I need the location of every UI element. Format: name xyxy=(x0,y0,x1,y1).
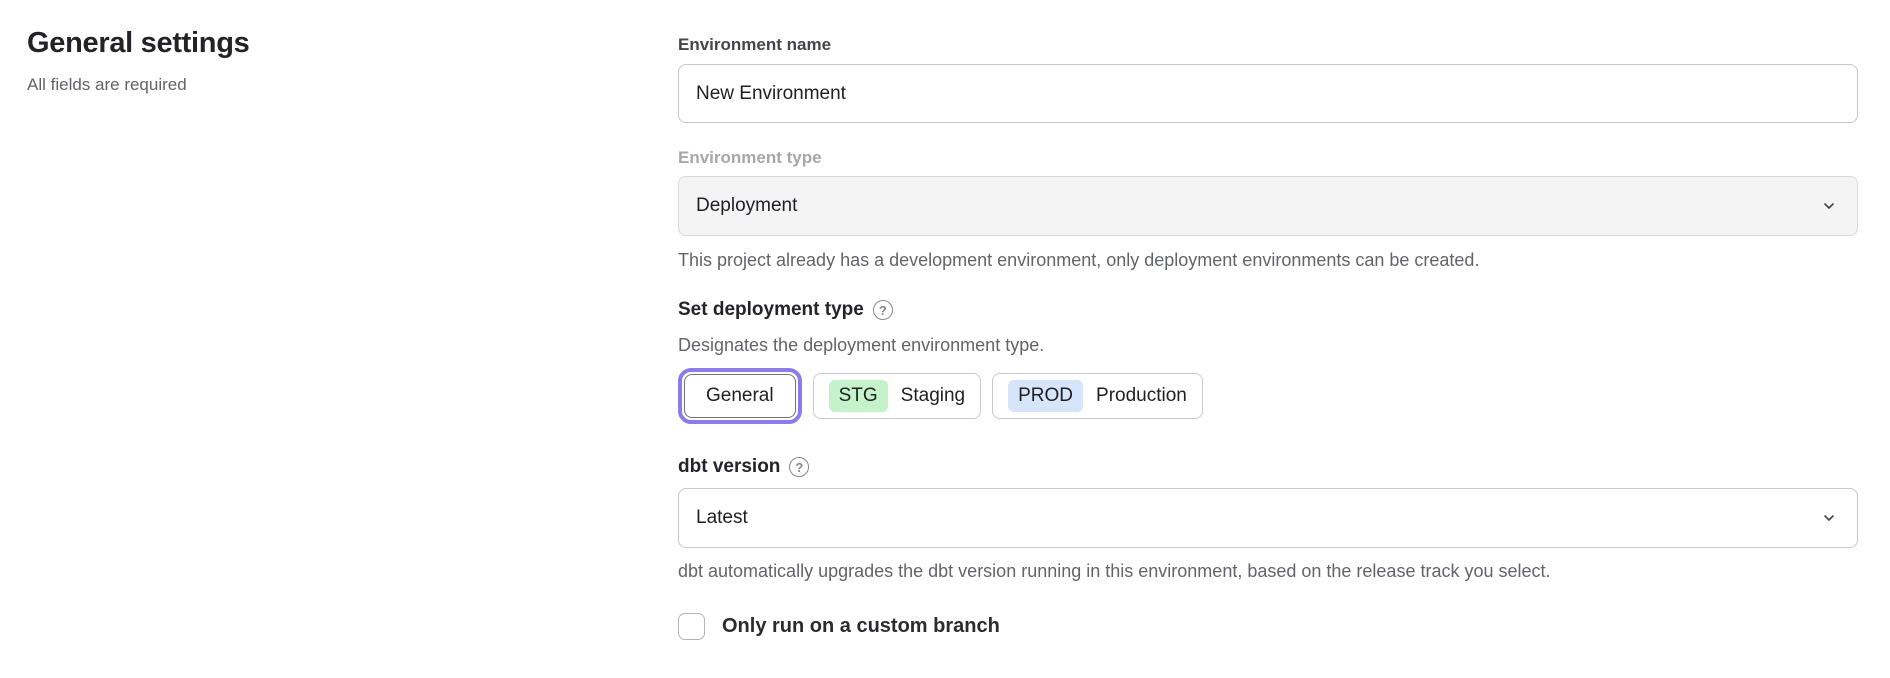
deployment-type-heading-row: Set deployment type ? xyxy=(678,298,1858,322)
deployment-type-production-label: Production xyxy=(1096,385,1187,406)
page-subtitle: All fields are required xyxy=(27,75,187,94)
chevron-down-icon xyxy=(1821,198,1837,214)
page-title: General settings xyxy=(27,27,250,59)
deployment-type-general-button[interactable]: General xyxy=(684,374,796,418)
deployment-type-general-label: General xyxy=(706,385,774,406)
dbt-version-heading: dbt version xyxy=(678,456,781,477)
settings-form: Environment name Environment type Deploy… xyxy=(678,35,1858,640)
environment-name-label: Environment name xyxy=(678,35,832,54)
staging-badge: STG xyxy=(828,380,888,412)
deployment-type-description: Designates the deployment environment ty… xyxy=(678,335,1045,355)
custom-branch-label[interactable]: Only run on a custom branch xyxy=(722,615,1000,637)
custom-branch-checkbox[interactable] xyxy=(678,613,705,640)
dbt-version-heading-row: dbt version ? xyxy=(678,455,1858,479)
deployment-type-options: General STG Staging PROD Production xyxy=(678,368,1858,424)
environment-type-label: Environment type xyxy=(678,148,822,167)
environment-type-helper: This project already has a development e… xyxy=(678,250,1480,270)
deployment-type-staging-button[interactable]: STG Staging xyxy=(812,373,982,419)
deployment-type-production-button[interactable]: PROD Production xyxy=(992,373,1203,419)
environment-type-select: Deployment xyxy=(678,176,1858,236)
production-badge: PROD xyxy=(1008,380,1084,412)
deployment-type-heading: Set deployment type xyxy=(678,299,864,320)
help-icon[interactable]: ? xyxy=(789,457,810,477)
environment-type-value: Deployment xyxy=(696,195,798,216)
chevron-down-icon xyxy=(1821,510,1837,526)
deployment-type-staging-label: Staging xyxy=(900,385,966,406)
dbt-version-select[interactable]: Latest xyxy=(678,488,1858,548)
custom-branch-row: Only run on a custom branch xyxy=(678,613,1858,640)
help-icon[interactable]: ? xyxy=(872,300,893,320)
environment-name-input[interactable] xyxy=(678,64,1858,123)
dbt-version-helper: dbt automatically upgrades the dbt versi… xyxy=(678,561,1551,581)
selected-option-ring: General xyxy=(678,368,802,424)
settings-header: General settings All fields are required xyxy=(27,24,587,96)
dbt-version-value: Latest xyxy=(696,507,748,528)
